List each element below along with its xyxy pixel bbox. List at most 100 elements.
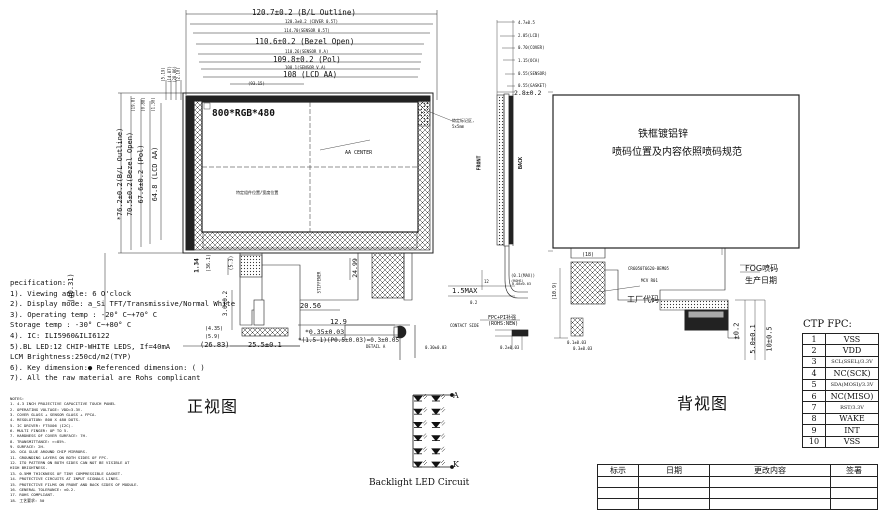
side-view	[448, 20, 529, 350]
led-emission-arrow	[422, 433, 428, 439]
gap-label: 0.2	[470, 300, 478, 305]
note-line: 7. HARDNESS OF COVER SURFACE: 7H.	[10, 433, 88, 439]
dim-10-9: (10.9)	[552, 281, 559, 301]
led-diode	[413, 395, 423, 402]
pin-number: 6	[802, 389, 826, 403]
spec-line: pecification:	[10, 278, 67, 287]
pin-signal: VDD	[825, 344, 879, 357]
side-dim-label: 0.70(COVER)	[518, 45, 545, 50]
back-text-1: 铁框镀铝锌	[638, 129, 688, 140]
note-line: 14. PROTECTIVE CIRCUITS AT INPUT SIGNALS…	[10, 476, 121, 482]
pin-number: 9	[802, 424, 826, 437]
dim-height-pol: 67.6±0.2 (Pol)	[137, 144, 145, 204]
back-view	[548, 91, 800, 360]
front-view-title: 正视图	[187, 397, 239, 416]
back-right-dim-2: 10±0.5	[765, 326, 774, 352]
note-line: 3. COVER GLASS + SENSOR GLASS + FPCA.	[10, 412, 97, 418]
left-dim-label: (19.8)	[130, 97, 136, 112]
spec-line: 2). Display mode: a_Si TFT/Transmissive/…	[10, 299, 235, 309]
dim-bottom-2: 25.5±0.1	[248, 341, 282, 349]
bottom-code: CR6050T6620-BEM05	[628, 266, 669, 271]
dim-12-9: 12.9	[330, 318, 347, 326]
specification-block: pecification:1). Viewing angle: 6 O'cloc…	[10, 278, 235, 384]
left-dim-label: (2.10)	[175, 67, 181, 82]
note-line: HIGH BRIGHTNESS.	[10, 465, 48, 471]
pin-signal: NC(SCK)	[825, 367, 879, 380]
dim-small: (93.15)	[248, 81, 265, 86]
bottom-fpc-area	[202, 231, 418, 249]
spec-line: LCM Brightness:250cd/m2(TYP)	[10, 352, 132, 362]
bottom-dimensions	[104, 253, 410, 347]
back-bottom-dim-2: 0.3±0.03	[573, 346, 593, 351]
dim-pitch: *(1.5-1)(P0.5±0.03)=0.3±0.05	[298, 337, 400, 344]
dim-outline-width: 120.7±0.2 (B/L Outline)	[252, 8, 356, 17]
back-bottom-dim-1: 0.1±0.03	[567, 340, 587, 345]
led-emission-arrow	[440, 433, 446, 439]
pin-signal: NC(MISO)	[825, 389, 879, 403]
side-dim-label: 0.55(SENSOR)	[518, 71, 547, 76]
contact-side-label: CONTACT SIDE	[450, 323, 479, 328]
note-line: 13. 0.5MM THICKNESS OF TINY COMPRESSIBLE…	[10, 470, 123, 476]
dim-5-9: (5.9)	[205, 334, 221, 340]
corner-note: 特定标记区, 5x5mm	[452, 118, 475, 129]
led-emission-arrow	[440, 393, 446, 400]
left-dim-label: (0.88)	[140, 97, 146, 112]
pin-number: 4	[802, 367, 826, 380]
mcv-label: MCV R01	[641, 278, 658, 283]
note-line: 11. GROUNDING LAYERS ON BOTH SIDES OF FP…	[10, 454, 109, 460]
dim-4-35: (4.35)	[205, 326, 224, 332]
revision-header-cell: 更改内容	[709, 464, 831, 477]
spec-line: 6). Key dimension:● Referenced dimension…	[10, 362, 205, 372]
dim-bottom-1: (26.83)	[200, 341, 230, 349]
center-mark-label: 特定组件位置/宽度位置	[236, 190, 279, 195]
spec-line: Storage temp : -30° C~+80° C	[10, 320, 132, 330]
led-emission-arrow	[440, 459, 446, 466]
led-emission-arrow	[422, 459, 428, 466]
led-diode	[413, 461, 423, 468]
led-emission-arrow	[440, 420, 446, 426]
spec-line: 5).BL LED:12 CHIP-WHITE LEDS, If=40mA	[10, 341, 171, 351]
revision-cell	[709, 487, 831, 499]
side-dim-label: 4.7±0.5	[518, 20, 535, 25]
h-dim-label: (5.3)	[228, 255, 235, 271]
side-right-dim-1: (0.1(MAX))	[511, 273, 536, 278]
note-line: 17. ROHS COMPLIANT.	[10, 492, 55, 498]
revision-cell	[638, 476, 710, 488]
pin-number: 5	[802, 378, 826, 391]
top-border-dark	[185, 95, 431, 102]
note-line: 4. RESOLUTION: 800 X 480 DOTS.	[10, 417, 81, 423]
pin-number: 1	[802, 332, 826, 346]
led-diode	[431, 422, 441, 429]
pin-signal: RST/3.3V	[825, 401, 879, 414]
fpc-label: FPC+PI补强 (ROHS:NEW)	[488, 315, 519, 327]
revision-cell	[709, 476, 831, 488]
dim-24-99: 24.99	[350, 258, 359, 278]
left-dim-label: (5.19)	[160, 67, 166, 82]
led-emission-arrow	[422, 420, 428, 426]
back-right-dim-1: ±0.2	[732, 322, 741, 340]
fog-label: FOG喷码 生产日期	[745, 264, 779, 285]
revision-cell	[638, 498, 710, 510]
dim-lcd-aa: 108 (LCD AA)	[283, 70, 338, 79]
side-dim-label: 2.8±0.2	[514, 89, 542, 97]
led-circuit-title: Backlight LED Circuit	[369, 478, 470, 488]
pin-number: 8	[802, 412, 826, 426]
h-dim-label: (36.1)	[206, 253, 213, 273]
led-diode	[413, 435, 423, 442]
revision-row	[597, 487, 878, 499]
pin-number: 7	[802, 401, 826, 414]
notes-title: NOTES:	[10, 396, 25, 401]
dim-height-bezel: 70.5±0.2(Bezel Open)	[126, 131, 134, 217]
resolution-label: 800*RGB*480	[212, 108, 275, 119]
note-line: 5. IC DRIVER: FT5X06 (I2C).	[10, 422, 74, 428]
dim-12: 12	[484, 279, 489, 284]
dim-cover-top: 120.3±0.2 (COVER 0.5T)	[285, 19, 338, 24]
pin-number: 10	[802, 435, 826, 448]
spec-line: 4). IC: ILI5960&ILI6122	[10, 330, 110, 340]
revision-cell	[830, 498, 878, 510]
dim-pol: 109.8±0.2 (Pol)	[273, 55, 341, 64]
led-emission-arrow	[422, 446, 428, 452]
revision-header-cell: 日期	[638, 464, 710, 477]
